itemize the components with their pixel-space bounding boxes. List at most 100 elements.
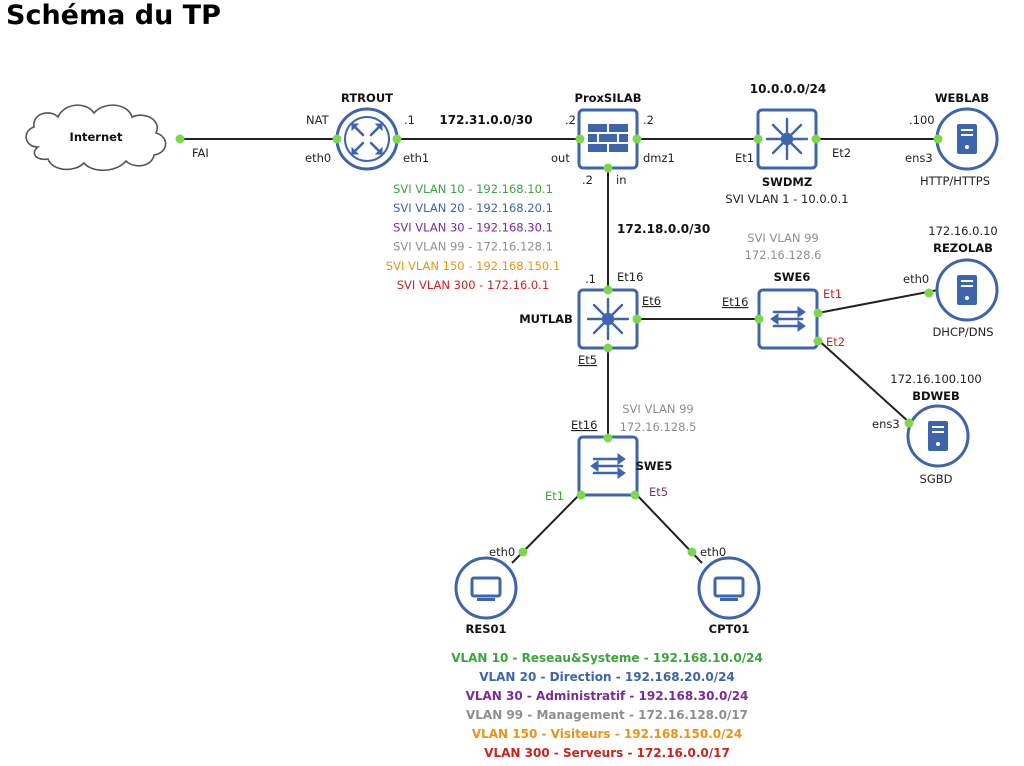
network-transit: 172.18.0.0/30 xyxy=(617,222,710,236)
weblab-service: HTTP/HTTPS xyxy=(920,174,990,188)
port-rezolab-eth0: eth0 xyxy=(903,272,929,286)
rezolab-node: 172.16.0.10 REZOLAB DHCP/DNS xyxy=(928,224,999,339)
port-mut-host: .1 xyxy=(585,272,596,286)
proxsilab-node: ProxSILAB xyxy=(575,91,642,170)
proxsilab-label: ProxSILAB xyxy=(575,91,642,105)
swe6-svi-ip: 172.16.128.6 xyxy=(745,248,822,262)
link-swe6-bdweb xyxy=(815,337,911,424)
port-dot xyxy=(603,433,613,443)
port-dot xyxy=(933,134,943,144)
mutlab-node: MUTLAB xyxy=(519,288,639,350)
rezolab-service: DHCP/DNS xyxy=(932,325,993,339)
cpt01-node: CPT01 xyxy=(697,556,761,636)
port-weblab-host: .100 xyxy=(909,113,935,127)
switch-icon xyxy=(577,435,639,497)
port-weblab-ens3: ens3 xyxy=(905,151,933,165)
port-dot xyxy=(603,343,613,353)
mutlab-svi-item: SVI VLAN 30 - 192.168.30.1 xyxy=(393,220,553,234)
port-swe5-et1: Et1 xyxy=(545,489,564,503)
network-wan: 172.31.0.0/30 xyxy=(439,113,532,127)
swe5-svi-vlan: SVI VLAN 99 xyxy=(622,402,694,416)
bdweb-service: SGBD xyxy=(920,472,953,486)
port-labels: FAI NAT eth0 eth1 .1 out .2 dmz1 .2 in .… xyxy=(192,113,935,559)
swdmz-node: SWDMZ SVI VLAN 1 - 10.0.0.1 xyxy=(725,108,849,206)
port-swdmz-et2: Et2 xyxy=(832,146,851,160)
port-bdweb-ens3: ens3 xyxy=(872,417,900,431)
l3-switch-icon xyxy=(577,288,639,350)
vlan-legend-item: VLAN 99 - Management - 172.16.128.0/17 xyxy=(466,708,748,722)
server-icon xyxy=(935,107,999,171)
swdmz-label: SWDMZ xyxy=(762,175,812,189)
internet-node: Internet xyxy=(25,104,167,172)
port-dot xyxy=(632,314,642,324)
port-dot xyxy=(175,134,185,144)
vlan-legend: VLAN 10 - Reseau&Systeme - 192.168.10.0/… xyxy=(451,651,763,760)
vlan-legend-item: VLAN 20 - Direction - 192.168.20.0/24 xyxy=(479,670,735,684)
rtrout-label: RTROUT xyxy=(341,91,393,105)
port-px-in: in xyxy=(616,173,626,187)
page-title: Schéma du TP xyxy=(6,0,221,31)
mutlab-svi-item: SVI VLAN 20 - 192.168.20.1 xyxy=(393,201,553,215)
port-dot xyxy=(811,134,821,144)
bdweb-node: 172.16.100.100 BDWEB SGBD xyxy=(890,372,981,486)
mutlab-label: MUTLAB xyxy=(519,312,573,326)
port-swe6-et1: Et1 xyxy=(823,287,842,301)
rezolab-ip: 172.16.0.10 xyxy=(928,224,998,238)
port-px-out: out xyxy=(551,151,570,165)
port-mut-et16: Et16 xyxy=(617,270,643,284)
switch-icon xyxy=(757,288,819,350)
vlan-legend-item: VLAN 150 - Visiteurs - 192.168.150.0/24 xyxy=(472,727,742,741)
port-swe6-et2: Et2 xyxy=(826,335,845,349)
weblab-label: WEBLAB xyxy=(935,91,989,105)
port-px-dmz1: dmz1 xyxy=(643,151,675,165)
port-rt-eth0: eth0 xyxy=(305,151,331,165)
swe5-svi-ip: 172.16.128.5 xyxy=(620,420,697,434)
port-swe5-et16: Et16 xyxy=(571,418,597,432)
res01-label: RES01 xyxy=(466,622,507,636)
port-mut-et5: Et5 xyxy=(578,353,597,367)
port-dot xyxy=(904,418,914,428)
bdweb-label: BDWEB xyxy=(912,389,960,403)
port-dot xyxy=(753,134,763,144)
mutlab-svi-item: SVI VLAN 300 - 172.16.0.1 xyxy=(397,278,549,292)
port-dot xyxy=(603,163,613,173)
rezolab-label: REZOLAB xyxy=(933,241,993,255)
port-px-out-host: .2 xyxy=(565,113,576,127)
port-fai: FAI xyxy=(192,146,209,160)
port-nat: NAT xyxy=(306,113,330,127)
workstation-icon xyxy=(454,556,518,620)
rtrout-node: RTROUT xyxy=(335,91,399,171)
swe6-label: SWE6 xyxy=(774,270,811,284)
mutlab-svi-item: SVI VLAN 10 - 192.168.10.1 xyxy=(393,182,553,196)
port-dot xyxy=(392,134,402,144)
port-mut-et6: Et6 xyxy=(642,294,661,308)
l3-switch-icon xyxy=(756,108,818,170)
port-dot xyxy=(603,285,613,295)
port-dot xyxy=(332,134,342,144)
firewall-icon xyxy=(577,108,639,170)
mutlab-svi-item: SVI VLAN 150 - 192.168.150.1 xyxy=(386,259,560,273)
server-icon xyxy=(935,258,999,322)
bdweb-ip: 172.16.100.100 xyxy=(890,372,981,386)
port-dot xyxy=(632,134,642,144)
mutlab-svi-item: SVI VLAN 99 - 172.16.128.1 xyxy=(393,240,553,254)
weblab-node: WEBLAB HTTP/HTTPS xyxy=(920,91,999,188)
port-swdmz-et1: Et1 xyxy=(735,151,754,165)
swe5-label: SWE5 xyxy=(636,459,673,473)
vlan-legend-item: VLAN 30 - Administratif - 192.168.30.0/2… xyxy=(466,689,749,703)
server-icon xyxy=(906,404,970,468)
port-res01-eth0: eth0 xyxy=(489,545,515,559)
router-icon xyxy=(335,107,399,171)
port-swe6-et16: Et16 xyxy=(722,295,748,309)
port-px-dmz1-host: .2 xyxy=(643,113,654,127)
port-dot xyxy=(924,288,934,298)
port-dots xyxy=(175,134,943,557)
port-swe5-et5: Et5 xyxy=(649,485,668,499)
network-dmz: 10.0.0.0/24 xyxy=(750,82,827,96)
vlan-legend-item: VLAN 300 - Serveurs - 172.16.0.0/17 xyxy=(484,746,730,760)
port-px-in-host: .2 xyxy=(582,173,593,187)
port-dot xyxy=(630,490,640,500)
port-dot xyxy=(813,336,823,346)
